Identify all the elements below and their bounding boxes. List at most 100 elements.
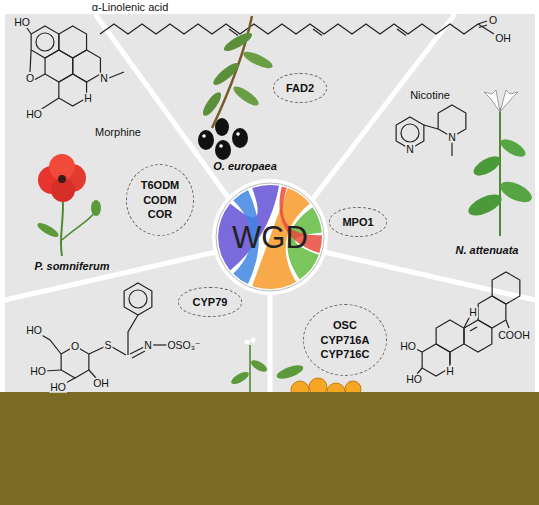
arabidopsis-plant xyxy=(249,358,269,374)
olive-branch xyxy=(211,60,242,88)
atom-label: O xyxy=(25,73,35,84)
nicotine-structure xyxy=(424,125,438,129)
atom-label: HO xyxy=(49,382,67,393)
tobacco-plant xyxy=(497,178,535,207)
atom-label: O xyxy=(488,15,498,26)
arabidopsis-plant xyxy=(245,340,250,345)
olive-branch xyxy=(200,16,275,128)
chord-diagram xyxy=(216,183,324,291)
atom-label: COOH xyxy=(497,330,531,341)
olive-fruits xyxy=(198,118,248,160)
morphine-structure xyxy=(59,26,87,58)
center-label: WGD xyxy=(232,222,308,253)
nicotine-structure xyxy=(396,105,466,156)
chord-diagram xyxy=(212,179,328,295)
fatty-acid-structure xyxy=(229,29,238,36)
atom-label: HO xyxy=(405,374,423,385)
atom-label: OH xyxy=(92,378,110,389)
olive-fruits xyxy=(215,140,231,160)
olive-fruits xyxy=(219,144,223,148)
species-name: P. somniferum xyxy=(35,260,110,272)
glucosinolate-structure xyxy=(45,370,61,371)
tobacco-plant xyxy=(471,152,504,179)
atom-label: N xyxy=(405,144,415,155)
enzyme-ellipse: CYP79 xyxy=(178,287,242,316)
atom-label: OSO₃⁻ xyxy=(166,340,201,351)
text-stack: CYP79 xyxy=(193,295,228,310)
enzyme-name: MPO1 xyxy=(342,215,373,230)
text-stack: WGD xyxy=(232,222,308,253)
atom-label: S xyxy=(103,340,112,351)
olive-fruits xyxy=(236,132,240,136)
enzyme-ellipse: FAD2 xyxy=(273,73,327,102)
text-stack: MPO1 xyxy=(342,215,373,230)
atom-label: O xyxy=(70,341,80,352)
glucosinolate-structure xyxy=(112,347,126,355)
compound-name: α-Linolenic acid xyxy=(92,1,169,13)
arabidopsis-plant xyxy=(229,338,268,393)
tobacco-plant xyxy=(500,90,518,112)
text-stack: T6ODMCODMCOR xyxy=(141,178,180,223)
tobacco-plant xyxy=(465,190,504,220)
nicotine-structure xyxy=(451,142,452,156)
atom-label: N xyxy=(99,73,109,84)
triterpene-structure xyxy=(436,320,464,352)
glucosinolate-structure xyxy=(132,351,145,358)
fatty-acid-structure xyxy=(313,29,322,36)
enzyme-name: CODM xyxy=(143,193,177,208)
morphine-structure xyxy=(36,33,54,51)
glucosinolate-structure xyxy=(128,315,138,355)
enzyme-ellipse: MPO1 xyxy=(329,207,387,236)
atom-label: HO xyxy=(13,17,31,28)
species-name: O. europaea xyxy=(213,160,277,172)
olive-branch xyxy=(222,30,255,55)
olive-fruits xyxy=(215,118,229,136)
loquat-fruits xyxy=(275,363,305,382)
tobacco-plant xyxy=(484,90,500,112)
fatty-acid-structure xyxy=(100,24,478,34)
poppy-plant xyxy=(91,200,101,216)
atom-label: HO xyxy=(29,366,47,377)
fatty-acid-structure xyxy=(478,24,494,34)
panel-separator xyxy=(312,14,455,200)
fatty-acid-structure xyxy=(397,29,406,36)
triterpene-structure xyxy=(449,352,450,364)
triterpene-structure xyxy=(492,272,520,304)
olive-fruits xyxy=(198,130,214,150)
morphine-structure xyxy=(30,50,31,72)
tobacco-plant xyxy=(499,108,501,236)
species-name: N. attenuata xyxy=(456,244,519,256)
text-stack: OSCCYP716ACYP716C xyxy=(321,318,370,363)
fatty-acid-structure xyxy=(100,21,494,36)
morphine-structure xyxy=(34,74,45,80)
enzyme-name: CYP716A xyxy=(321,333,370,348)
glucosinolate-structure xyxy=(40,334,61,354)
triterpene-structure xyxy=(464,316,470,328)
chord-diagram xyxy=(212,179,328,295)
olive-fruits xyxy=(202,134,206,138)
atom-label: OH xyxy=(494,33,512,44)
olive-branch xyxy=(241,49,274,72)
enzyme-name: COR xyxy=(148,207,172,222)
atom-label: HO xyxy=(25,325,43,336)
poppy-plant xyxy=(62,212,95,240)
atom-label: N xyxy=(447,132,457,143)
olive-fruits xyxy=(232,128,248,148)
poppy-plant xyxy=(36,154,101,256)
enzyme-name: CYP79 xyxy=(193,295,228,310)
morphine-structure xyxy=(73,50,101,82)
panel-separator xyxy=(324,252,535,300)
morphine-structure xyxy=(27,26,124,110)
cover-band xyxy=(0,392,539,505)
compound-name: Morphine xyxy=(95,126,141,138)
fatty-acid-structure xyxy=(478,21,487,24)
enzyme-ellipse: T6ODMCODMCOR xyxy=(126,164,195,235)
olive-branch xyxy=(231,83,261,108)
atom-label: HO xyxy=(25,109,43,120)
poppy-plant xyxy=(36,221,61,240)
arabidopsis-plant xyxy=(249,345,251,392)
triterpene-structure xyxy=(470,327,477,331)
atom-label: HO xyxy=(399,341,417,352)
atom-label: H xyxy=(83,93,93,104)
